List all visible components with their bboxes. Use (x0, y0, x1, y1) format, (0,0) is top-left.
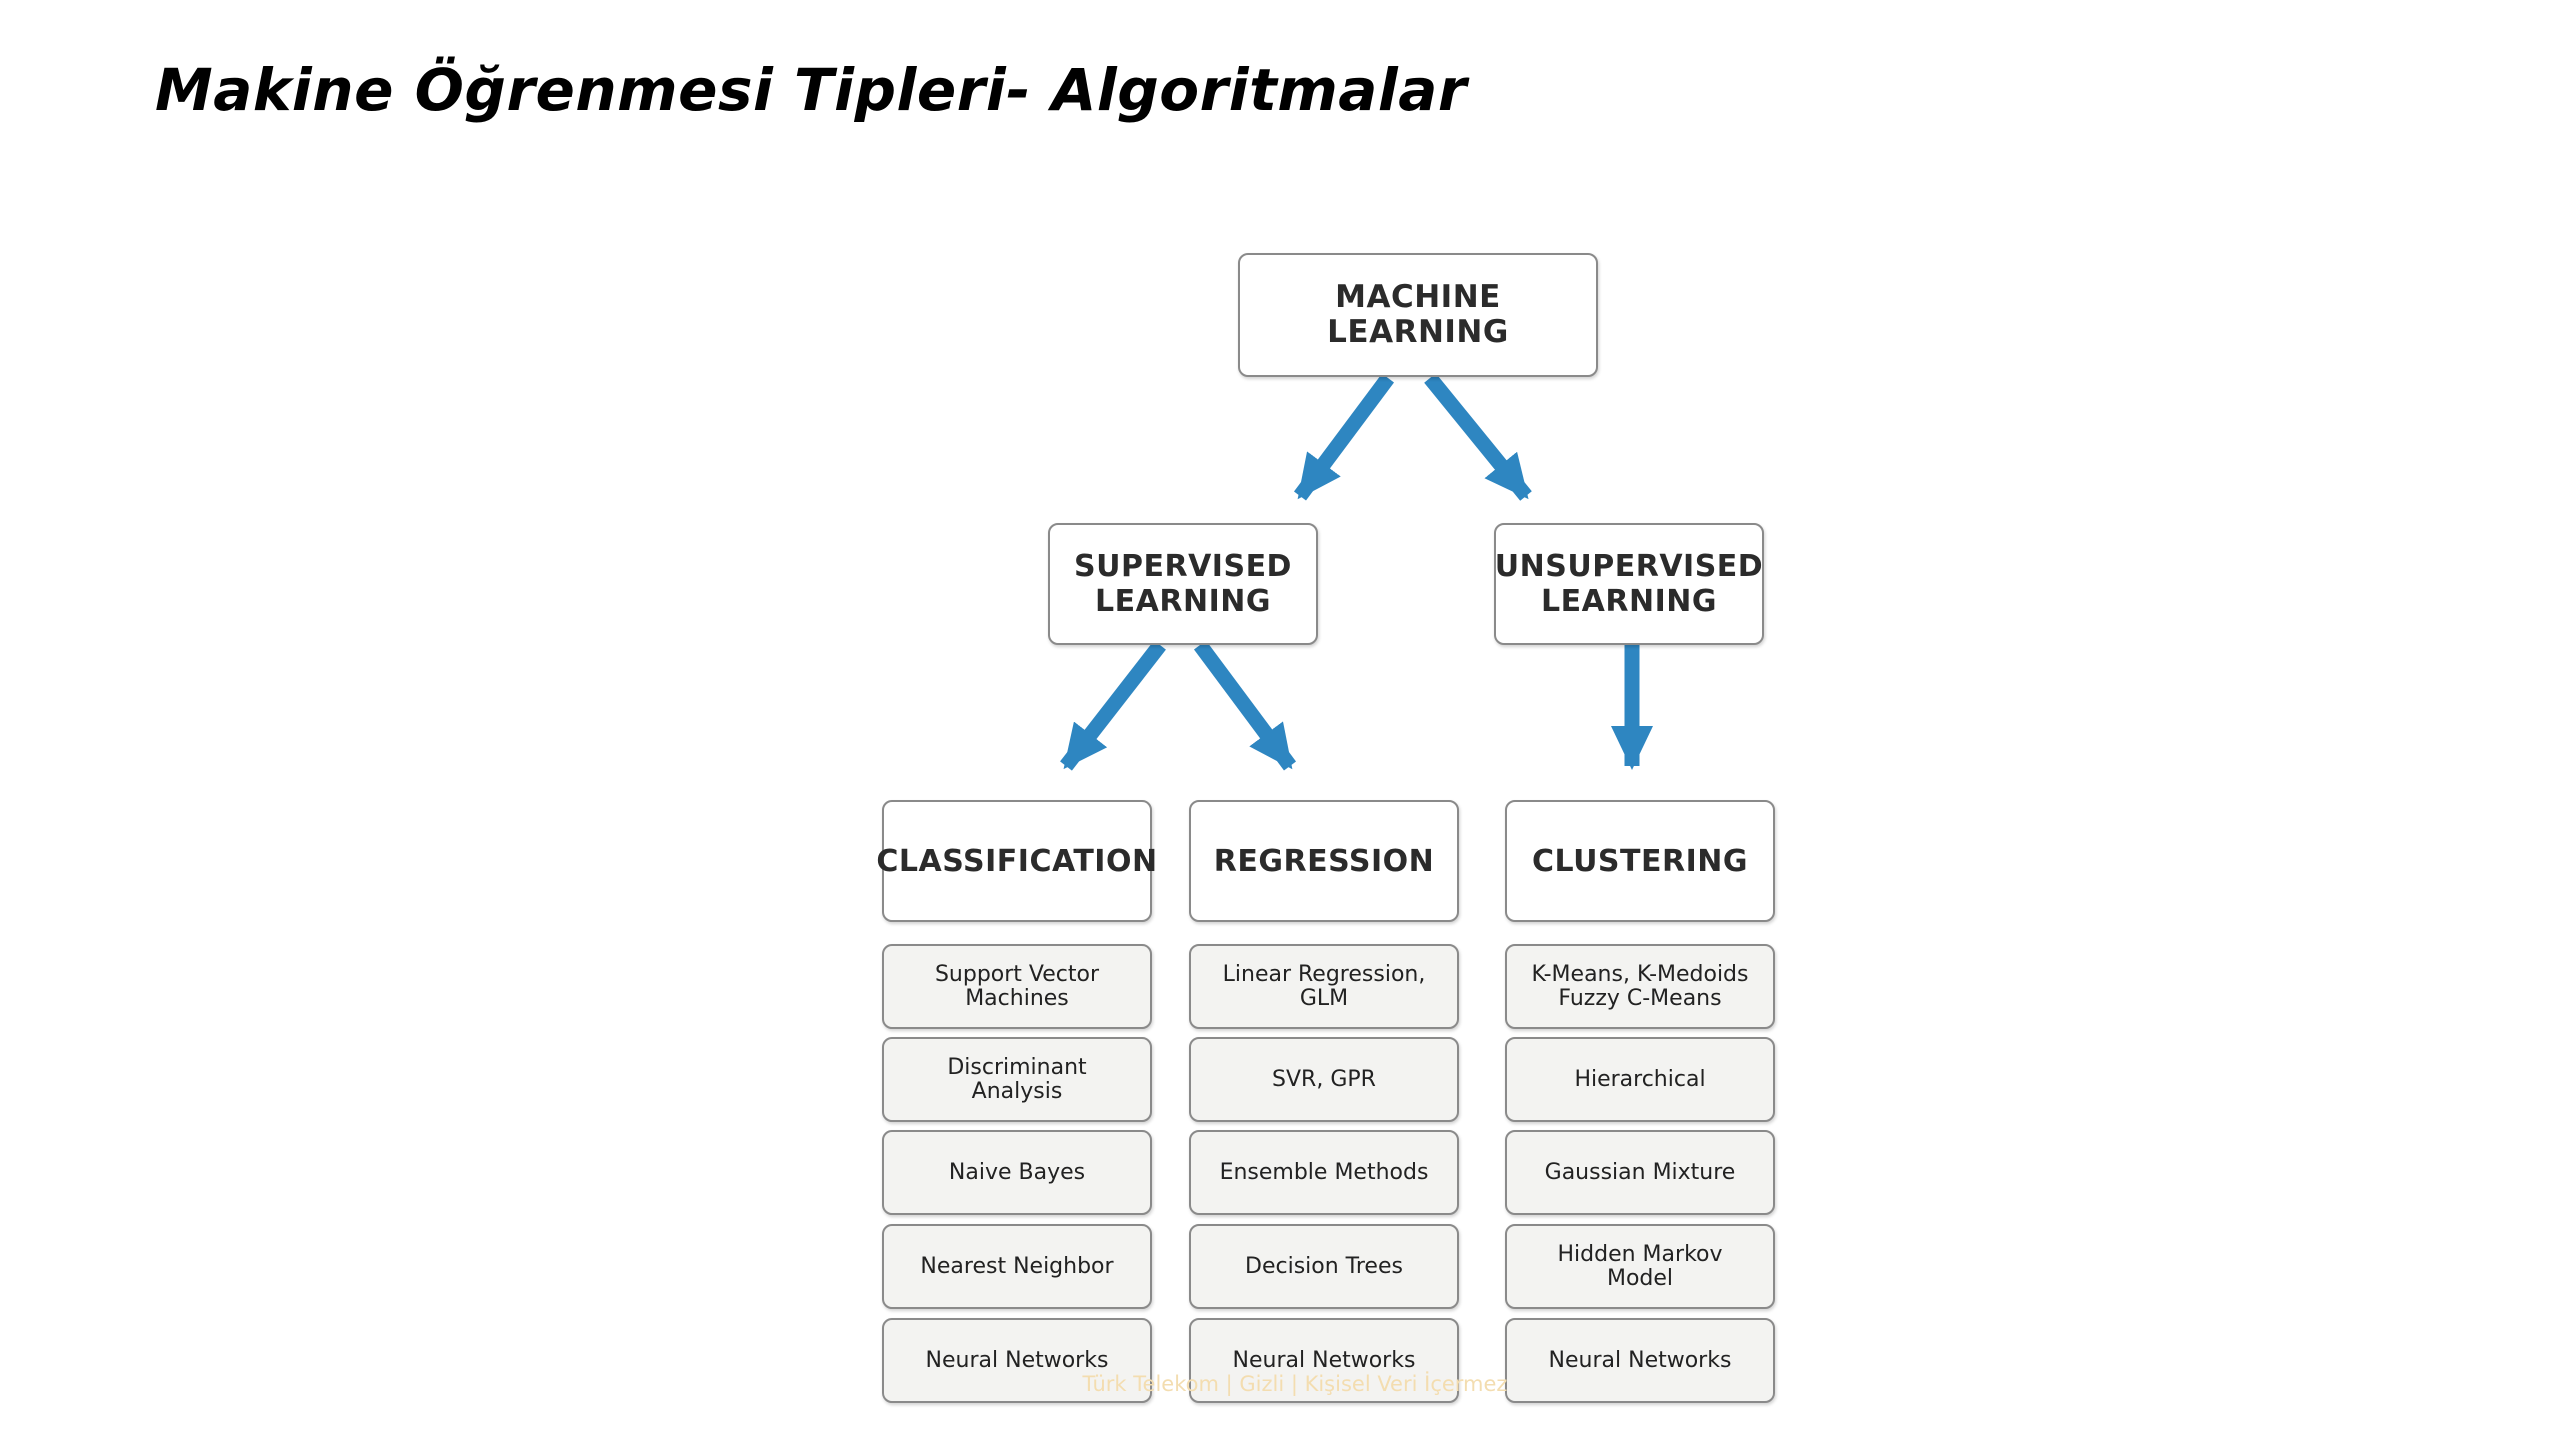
clustering-item: Neural Networks (1505, 1318, 1775, 1403)
classification-node: CLASSIFICATION (876, 800, 1157, 922)
classification-item: Nearest Neighbor (882, 1224, 1152, 1309)
classification-item: Naive Bayes (882, 1130, 1152, 1215)
clustering-item: Hierarchical (1505, 1037, 1775, 1122)
clustering-item: Gaussian Mixture (1505, 1130, 1775, 1215)
arrow-supervised-to-classification (1060, 640, 1166, 771)
machine-learning-node: MACHINE LEARNING (1238, 253, 1598, 377)
regression-item: Neural Networks (1189, 1318, 1459, 1403)
slide-title: Makine Öğrenmesi Tipleri- Algoritmalar (155, 56, 1468, 124)
regression-item: Linear Regression, GLM (1189, 944, 1459, 1029)
regression-node: REGRESSION (1189, 800, 1459, 922)
classification-item: Support Vector Machines (882, 944, 1152, 1029)
arrow-root-to-supervised (1293, 373, 1395, 501)
regression-item: Decision Trees (1189, 1224, 1459, 1309)
classification-item: Neural Networks (882, 1318, 1152, 1403)
supervised-learning-node: SUPERVISED LEARNING (1048, 523, 1318, 645)
unsupervised-learning-node: UNSUPERVISED LEARNING (1494, 523, 1764, 645)
arrow-supervised-to-regression (1193, 640, 1297, 771)
classification-item: Discriminant Analysis (882, 1037, 1152, 1122)
regression-item: SVR, GPR (1189, 1037, 1459, 1122)
classification-watermark: Türk Telekom | Gizli | Kişisel Veri İçer… (1082, 1372, 1508, 1396)
clustering-node: CLUSTERING (1505, 800, 1775, 922)
arrow-root-to-unsupervised (1424, 373, 1532, 501)
regression-item: Ensemble Methods (1189, 1130, 1459, 1215)
clustering-item: K-Means, K-Medoids Fuzzy C-Means (1505, 944, 1775, 1029)
clustering-item: Hidden Markov Model (1505, 1224, 1775, 1309)
